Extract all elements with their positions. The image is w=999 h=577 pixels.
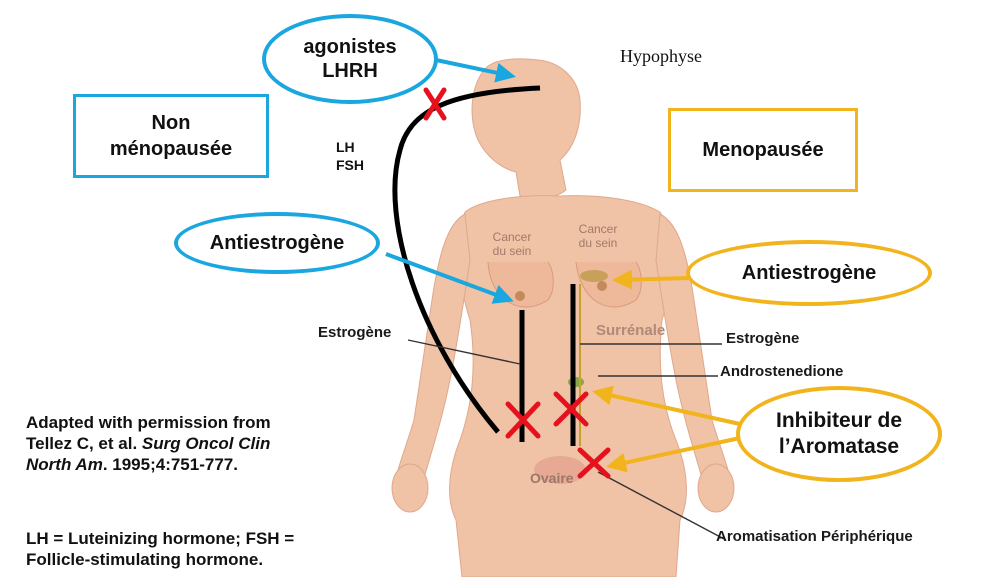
citation-line1: Adapted with permission from bbox=[26, 412, 366, 433]
non-menopause-box: Non ménopausée bbox=[73, 94, 269, 178]
non-label: Non bbox=[110, 110, 232, 136]
surrenale-label: Surrénale bbox=[596, 322, 665, 339]
menopausee-label: ménopausée bbox=[110, 136, 232, 162]
citation-authors: Tellez C, et al. bbox=[26, 434, 142, 453]
antiestrogene-right-ellipse: Antiestrogène bbox=[686, 240, 932, 306]
tumor-right bbox=[597, 281, 607, 291]
citation-block: Adapted with permission from Tellez C, e… bbox=[26, 412, 366, 475]
agonistes-label: agonistes bbox=[303, 35, 396, 59]
aromatisation-label: Aromatisation Périphérique bbox=[716, 528, 913, 545]
citation-year-pages: . 1995;4:751-777. bbox=[103, 455, 238, 474]
inhibiteur-label: Inhibiteur de bbox=[776, 408, 902, 434]
lh-label: LH bbox=[336, 138, 364, 156]
hypophyse-label: Hypophyse bbox=[620, 46, 702, 67]
footnote-block: LH = Luteinizing hormone; FSH = Follicle… bbox=[26, 528, 366, 570]
citation-line3: North Am. 1995;4:751-777. bbox=[26, 454, 366, 475]
menopause-box: Menopausée bbox=[668, 108, 858, 192]
citation-line2: Tellez C, et al. Surg Oncol Clin bbox=[26, 433, 366, 454]
lhrh-label: LHRH bbox=[303, 59, 396, 83]
footnote-line2: Follicle-stimulating hormone. bbox=[26, 549, 366, 570]
tumor-left bbox=[515, 291, 525, 301]
green-organ bbox=[568, 377, 584, 387]
footnote-line1: LH = Luteinizing hormone; FSH = bbox=[26, 528, 366, 549]
citation-journal-b: North Am bbox=[26, 455, 103, 474]
antiestrogene-left-label: Antiestrogène bbox=[210, 232, 344, 255]
inhibiteur-aromatase-ellipse: Inhibiteur de l’Aromatase bbox=[736, 386, 942, 482]
agonistes-lhrh-ellipse: agonistes LHRH bbox=[262, 14, 438, 104]
adrenal-gland bbox=[580, 270, 608, 282]
cancer-left-line1: Cancer bbox=[482, 230, 542, 244]
estrogene-right-label: Estrogène bbox=[726, 330, 799, 347]
aromatase-label: l’Aromatase bbox=[776, 434, 902, 460]
androstenedione-label: Androstenedione bbox=[720, 363, 843, 380]
antiestrogene-right-label: Antiestrogène bbox=[742, 262, 876, 285]
cancer-sein-right: Cancer du sein bbox=[568, 222, 628, 250]
cancer-left-line2: du sein bbox=[482, 244, 542, 258]
menopause-label: Menopausée bbox=[702, 139, 823, 162]
cancer-right-line1: Cancer bbox=[568, 222, 628, 236]
fsh-label: FSH bbox=[336, 156, 364, 174]
antiestrogene-left-ellipse: Antiestrogène bbox=[174, 212, 380, 274]
estrogene-left-label: Estrogène bbox=[318, 324, 391, 341]
cancer-sein-left: Cancer du sein bbox=[482, 230, 542, 258]
cancer-right-line2: du sein bbox=[568, 236, 628, 250]
citation-journal-a: Surg Oncol Clin bbox=[142, 434, 270, 453]
lh-fsh-labels: LH FSH bbox=[336, 138, 364, 174]
ovaire-label: Ovaire bbox=[530, 470, 574, 486]
